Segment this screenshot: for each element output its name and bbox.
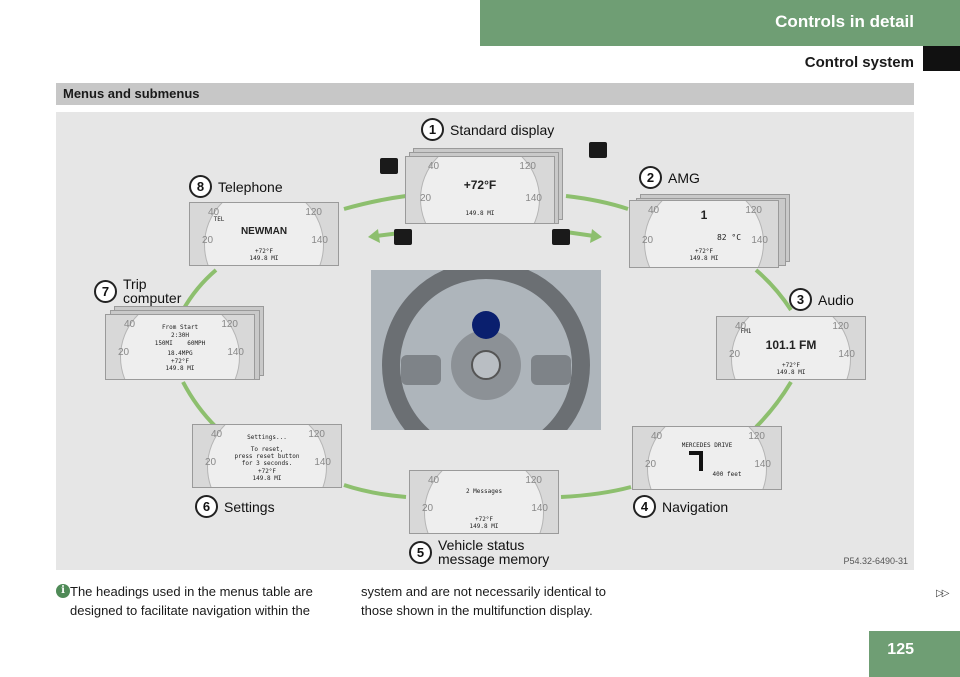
note-column-1: The headings used in the menus table are… — [70, 584, 313, 618]
menu-label-text: Navigation — [662, 498, 729, 515]
standard-display: 40 20 120 140 +72°F 149.8 MI — [405, 156, 555, 224]
telephone-display: 40 20 120 140 TEL NEWMAN +72°F 149.8 MI — [189, 202, 339, 266]
section-title-bar: Menus and submenus — [56, 83, 914, 105]
menu-label-amg: 2 AMG — [639, 166, 700, 189]
menu-number: 4 — [633, 495, 656, 518]
settings-display: 40 20 120 140 Settings... To reset, pres… — [192, 424, 342, 488]
navigation-display: 40 20 120 140 MERCEDES DRIVE 400 feet — [632, 426, 782, 490]
menu-label-text: Telephone — [218, 178, 283, 195]
info-icon: i — [56, 584, 70, 598]
section-title: Menus and submenus — [63, 86, 200, 101]
menu-label-text: AMG — [668, 169, 700, 186]
chapter-header: Controls in detail — [480, 0, 960, 46]
figure-code: P54.32-6490-31 — [843, 556, 908, 566]
menu-ring — [181, 194, 793, 499]
menu-number: 8 — [189, 175, 212, 198]
menu-label-text: Vehicle status message memory — [438, 537, 550, 567]
menu-label-navigation: 4 Navigation — [633, 495, 728, 518]
menu-number: 6 — [195, 495, 218, 518]
page-number: 125 — [887, 641, 914, 658]
audio-display: 40 20 120 140 FM1 101.1 FM +72°F 149.8 M… — [716, 316, 866, 380]
section-header: Control system — [804, 54, 914, 71]
steering-wheel-photo — [371, 270, 601, 430]
scroll-down-icon — [589, 142, 607, 158]
menu-diagram: 1 Standard display 40 20 120 140 +72°F 1… — [56, 112, 914, 570]
menu-label-standard: 1 Standard display — [421, 118, 554, 141]
menu-number: 1 — [421, 118, 444, 141]
menu-label-text: Standard display — [450, 121, 555, 138]
menu-label-telephone: 8 Telephone — [189, 175, 283, 198]
menu-label-settings: 6 Settings — [195, 495, 275, 518]
turn-arrow-icon — [689, 451, 703, 471]
page-forward-icon — [552, 229, 570, 245]
menu-number: 7 — [94, 279, 117, 303]
continue-arrows-icon: ▷▷ — [936, 588, 949, 599]
menu-number: 3 — [789, 288, 812, 311]
page-back-icon — [394, 229, 412, 245]
amg-display: 40 20 120 140 1 82 °C +72°F 149.8 MI — [629, 200, 779, 268]
menu-number: 5 — [409, 540, 432, 564]
menu-label-text: Trip computer — [123, 276, 182, 306]
header-marker — [923, 46, 960, 71]
menu-label-trip-computer: 7 Trip computer — [94, 277, 181, 305]
menu-number: 2 — [639, 166, 662, 189]
scroll-up-icon — [380, 158, 398, 174]
menu-label-audio: 3 Audio — [789, 288, 854, 311]
page-number-tab: 125 — [869, 631, 960, 677]
menu-label-vehicle-status: 5 Vehicle status message memory — [409, 538, 549, 566]
chapter-title: Controls in detail — [775, 12, 914, 31]
vehicle-status-display: 40 20 120 140 2 Messages +72°F 149.8 MI — [409, 470, 559, 534]
trip-computer-display: 40 20 120 140 From Start 2:30H 150MI 60M… — [105, 314, 255, 380]
menu-label-text: Settings — [224, 498, 275, 515]
menu-label-text: Audio — [818, 291, 854, 308]
note-column-2: system and are not necessarily identical… — [361, 584, 606, 618]
